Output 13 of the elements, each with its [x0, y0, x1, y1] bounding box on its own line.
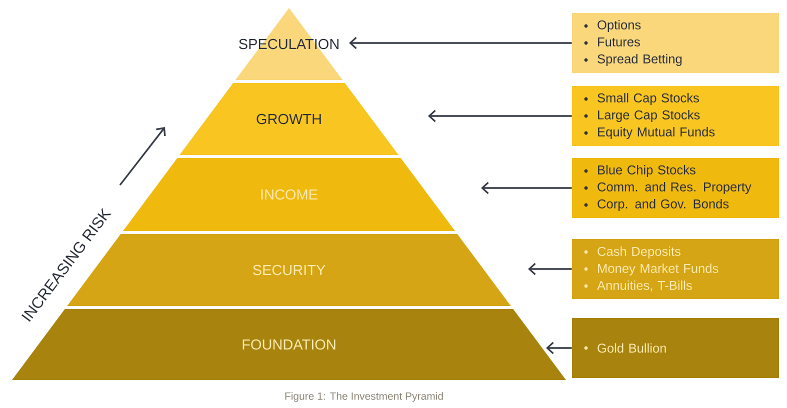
list-box: Cash Deposits Money Market Funds Annuities, T-Bills — [572, 239, 779, 299]
list-box: Gold Bullion — [572, 318, 779, 378]
arrow — [528, 262, 572, 276]
arrow — [546, 342, 572, 354]
list-box: Blue Chip Stocks Comm. and Res. Property Corp. and Gov. Bonds — [572, 158, 779, 218]
list-box: Options Futures Spread Betting — [572, 13, 779, 73]
caption: Figure 1: The Investment Pyramid — [285, 392, 443, 402]
arrow — [428, 110, 572, 122]
arrow — [481, 182, 572, 194]
pyramid-tier: GROWTH — [180, 83, 398, 155]
pyramid-tier: INCOME — [122, 158, 456, 231]
list-box: Small Cap Stocks Large Cap Stocks Equity Mutual Funds — [572, 86, 779, 146]
arrow — [349, 36, 572, 50]
